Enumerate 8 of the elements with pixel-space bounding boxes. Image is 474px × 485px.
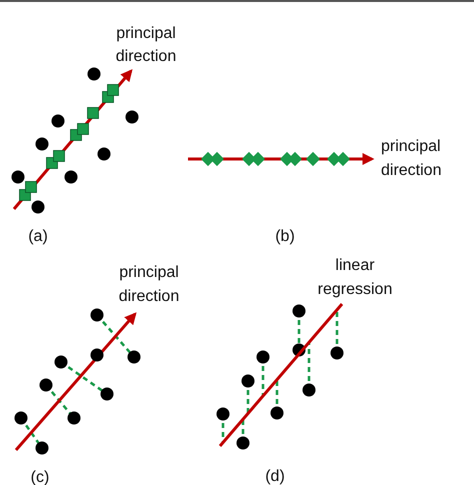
panel-label: (b)	[274, 227, 296, 247]
axis-caption: principal direction	[114, 24, 178, 67]
axis-caption: principal direction	[381, 137, 442, 181]
panel-label: (c)	[30, 468, 50, 485]
axis-caption: principal direction	[118, 263, 180, 307]
panel-label: (a)	[27, 227, 49, 247]
panel-label: (d)	[264, 467, 286, 485]
axis-caption: linear regression	[316, 256, 394, 300]
